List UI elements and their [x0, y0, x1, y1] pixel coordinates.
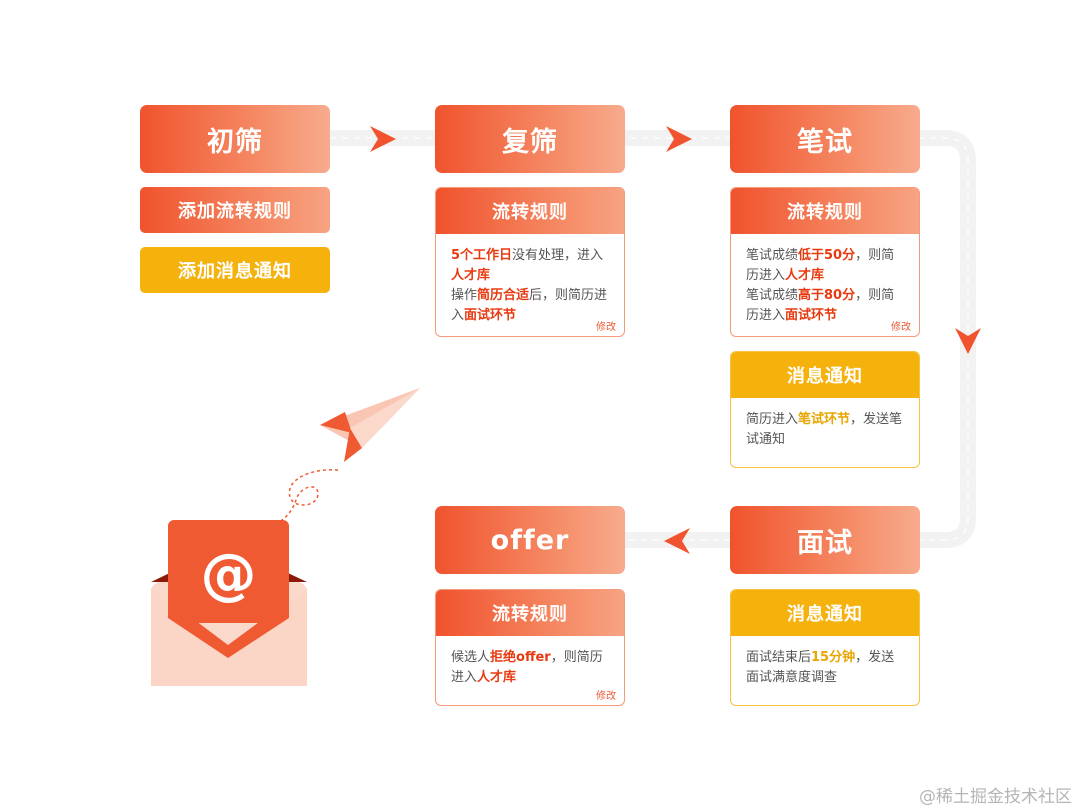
highlight-text: 笔试环节	[798, 412, 851, 427]
stage-re-screen[interactable]: 复筛	[435, 105, 625, 173]
written-test-notice-card: 消息通知 简历进入笔试环节，发送笔试通知	[730, 351, 920, 468]
card-body: 5个工作日没有处理，进入人才库 操作简历合适后，则简历进入面试环节	[436, 234, 624, 336]
body-text: ，则简历进入	[746, 288, 895, 323]
body-text: 面试结束后	[746, 650, 812, 665]
body-text: 候选人	[451, 650, 491, 665]
highlight-text: 人才库	[451, 268, 491, 283]
stage-initial-screen[interactable]: 初筛	[140, 105, 330, 173]
interview-notice-card: 消息通知 面试结束后15分钟，发送面试满意度调查	[730, 589, 920, 706]
card-body: 笔试成绩低于50分，则简历进入人才库 笔试成绩高于80分，则简历进入面试环节	[731, 234, 919, 336]
offer-rule-card: 流转规则 候选人拒绝offer，则简历进入人才库 修改	[435, 589, 625, 706]
body-text: 后，则简历进入	[451, 288, 608, 323]
body-text: 简历进入	[746, 412, 799, 427]
body-text: ，则简历进入	[451, 650, 603, 685]
edit-link[interactable]: 修改	[596, 691, 616, 702]
highlight-text: 高于80分	[798, 288, 856, 303]
flow-arrow-down	[955, 328, 981, 354]
body-text: ，发送面试满意度调查	[746, 650, 895, 685]
highlight-text: 面试环节	[785, 308, 838, 323]
card-body: 候选人拒绝offer，则简历进入人才库	[436, 636, 624, 704]
stage-interview[interactable]: 面试	[730, 506, 920, 574]
highlight-text: 低于50分	[798, 248, 856, 263]
flow-arrow-right-2	[666, 126, 692, 152]
written-test-rule-card: 流转规则 笔试成绩低于50分，则简历进入人才库 笔试成绩高于80分，则简历进入面…	[730, 187, 920, 337]
card-title: 流转规则	[731, 188, 919, 234]
edit-link[interactable]: 修改	[596, 322, 616, 333]
highlight-text: 15分钟	[811, 650, 856, 665]
card-body: 面试结束后15分钟，发送面试满意度调查	[731, 636, 919, 704]
highlight-text: 简历合适	[477, 288, 530, 303]
at-symbol: @	[200, 542, 257, 607]
card-title: 消息通知	[731, 352, 919, 398]
body-text: 没有处理，进入	[512, 248, 604, 263]
stage-offer[interactable]: offer	[435, 506, 625, 574]
highlight-text: 人才库	[785, 268, 825, 283]
body-text: ，发送笔试通知	[746, 412, 903, 447]
edit-link[interactable]: 修改	[891, 322, 911, 333]
flow-arrow-right-1	[370, 126, 396, 152]
re-screen-rule-card: 流转规则 5个工作日没有处理，进入人才库 操作简历合适后，则简历进入面试环节 修…	[435, 187, 625, 337]
card-body: 简历进入笔试环节，发送笔试通知	[731, 398, 919, 466]
body-text: ，则简历进入	[746, 248, 895, 283]
body-text: 笔试成绩	[746, 248, 799, 263]
body-text: 操作	[451, 288, 478, 303]
highlight-text: 人才库	[477, 670, 517, 685]
card-title: 流转规则	[436, 590, 624, 636]
highlight-text: 拒绝offer	[490, 650, 551, 665]
card-title: 流转规则	[436, 188, 624, 234]
add-notice-button[interactable]: 添加消息通知	[140, 247, 330, 293]
highlight-text: 面试环节	[464, 308, 517, 323]
flow-arrow-left	[664, 528, 690, 554]
card-title: 消息通知	[731, 590, 919, 636]
stage-written-test[interactable]: 笔试	[730, 105, 920, 173]
add-rule-button[interactable]: 添加流转规则	[140, 187, 330, 233]
body-text: 笔试成绩	[746, 288, 799, 303]
highlight-text: 5个工作日	[451, 248, 513, 263]
watermark: @稀土掘金技术社区	[919, 787, 1072, 807]
